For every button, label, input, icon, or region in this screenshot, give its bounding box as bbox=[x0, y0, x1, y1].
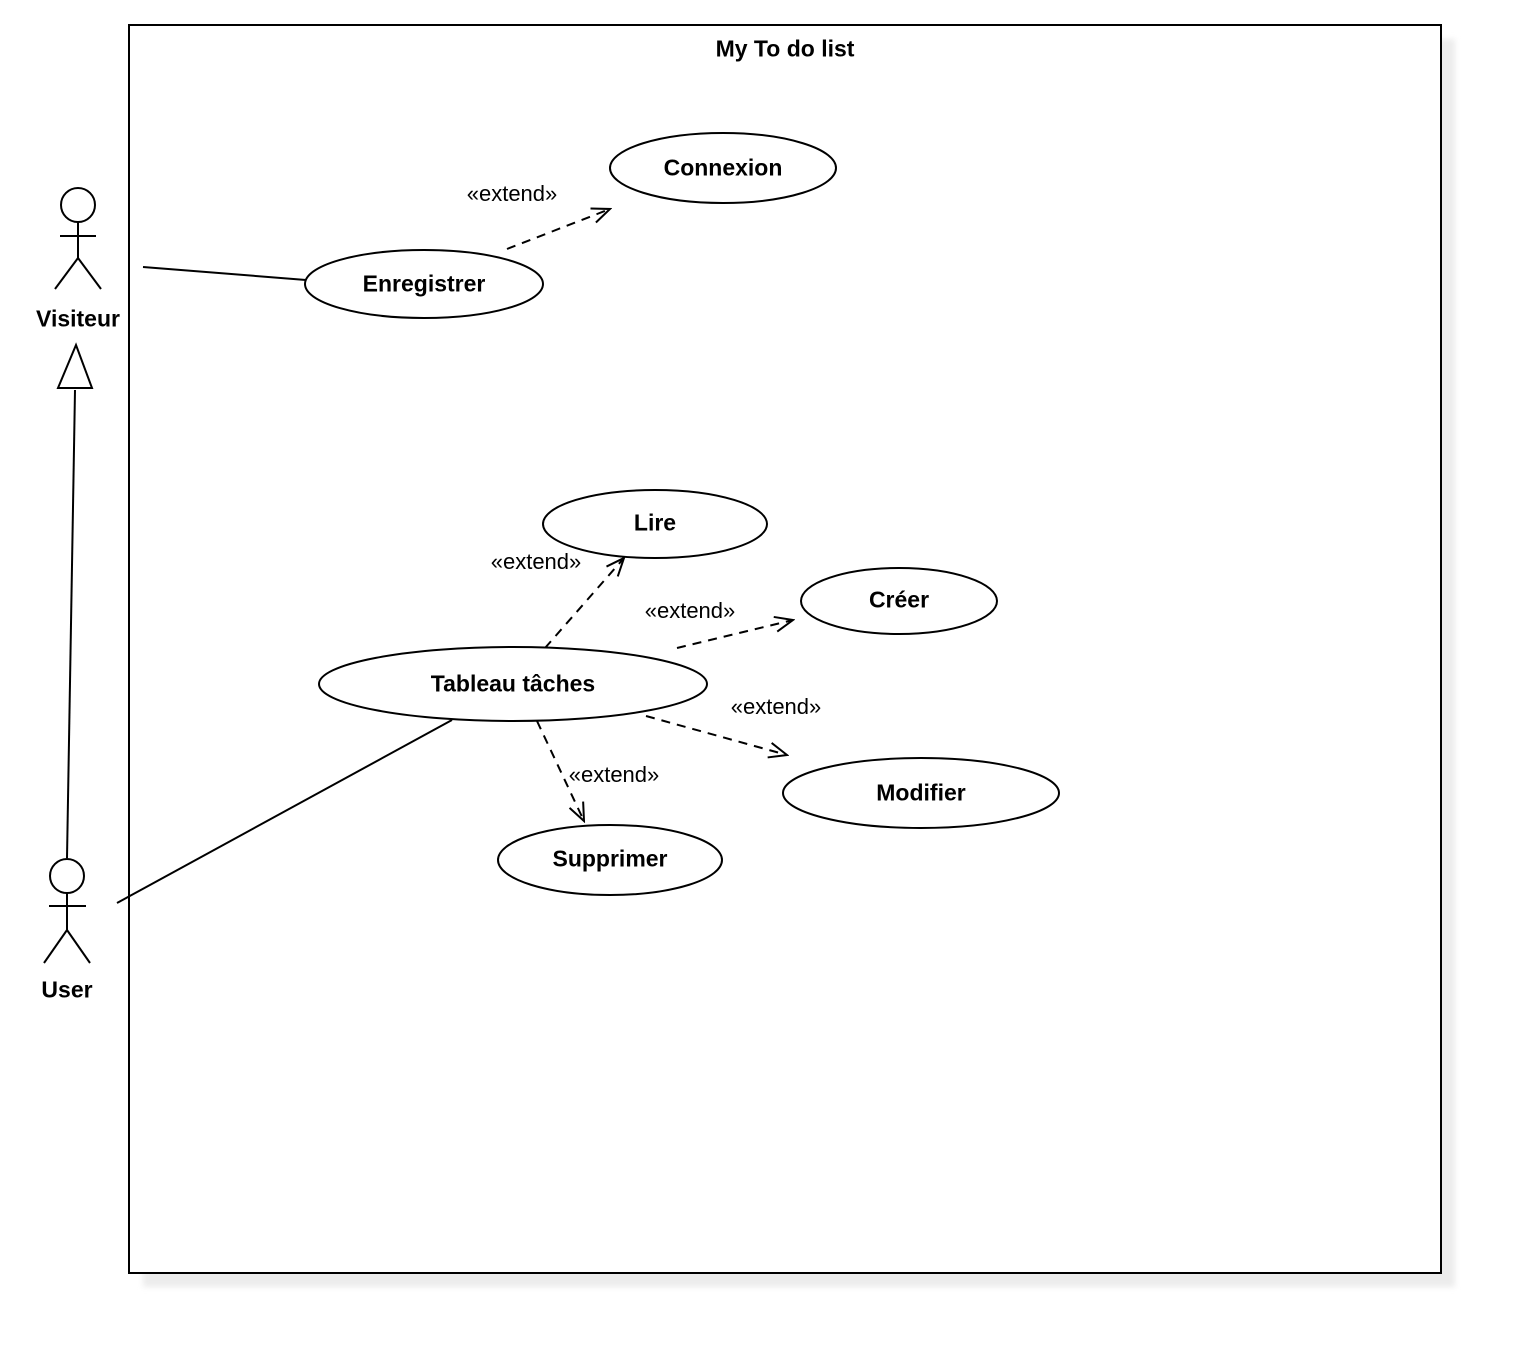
usecase-label-enregistrer: Enregistrer bbox=[362, 270, 486, 297]
extend-label-connexion: «extend» bbox=[466, 181, 558, 206]
actor-leg-left bbox=[54, 257, 79, 290]
usecase-supprimer bbox=[497, 824, 723, 896]
actor-leg-right bbox=[66, 929, 91, 964]
usecase-modifier bbox=[782, 757, 1060, 829]
extend-tableau-modifier bbox=[645, 715, 787, 755]
actor-head bbox=[60, 187, 96, 223]
usecase-creer bbox=[800, 567, 998, 635]
extend-label-lire: «extend» bbox=[490, 549, 582, 574]
generalization-user-to-visiteur bbox=[56, 342, 94, 859]
extend-tableau-creer bbox=[676, 620, 793, 649]
usecase-label-lire: Lire bbox=[633, 509, 677, 536]
usecase-label-creer: Créer bbox=[868, 586, 930, 613]
actor-user-label: User bbox=[41, 976, 93, 1003]
generalization-triangle-icon bbox=[56, 342, 94, 389]
association-user-tableau bbox=[116, 719, 453, 904]
usecase-label-connexion: Connexion bbox=[663, 154, 783, 181]
association-visiteur-enregistrer bbox=[142, 266, 307, 281]
extend-label-supprimer: «extend» bbox=[568, 762, 660, 787]
extend-tableau-lire bbox=[544, 558, 624, 649]
actor-visiteur-icon bbox=[54, 187, 102, 290]
usecase-enregistrer bbox=[304, 249, 544, 319]
usecase-tableau-taches bbox=[318, 646, 708, 722]
system-boundary bbox=[128, 24, 1442, 1274]
actor-user-icon bbox=[43, 858, 91, 964]
extend-enregistrer-connexion bbox=[506, 209, 610, 250]
diagram-title: My To do list bbox=[715, 35, 855, 62]
extend-tableau-supprimer bbox=[536, 720, 584, 821]
actor-leg-right bbox=[77, 257, 102, 290]
usecase-label-tableau-taches: Tableau tâches bbox=[430, 670, 596, 697]
actor-leg-left bbox=[43, 929, 68, 964]
usecase-label-modifier: Modifier bbox=[876, 779, 966, 806]
actor-visiteur-label: Visiteur bbox=[36, 305, 120, 332]
extend-label-modifier: «extend» bbox=[730, 694, 822, 719]
actor-head bbox=[49, 858, 85, 894]
use-case-ellipses bbox=[304, 132, 1060, 896]
usecase-label-supprimer: Supprimer bbox=[552, 845, 668, 872]
extend-label-creer: «extend» bbox=[644, 598, 736, 623]
usecase-connexion bbox=[609, 132, 837, 204]
extend-arrows bbox=[506, 209, 793, 821]
usecase-lire bbox=[542, 489, 768, 559]
